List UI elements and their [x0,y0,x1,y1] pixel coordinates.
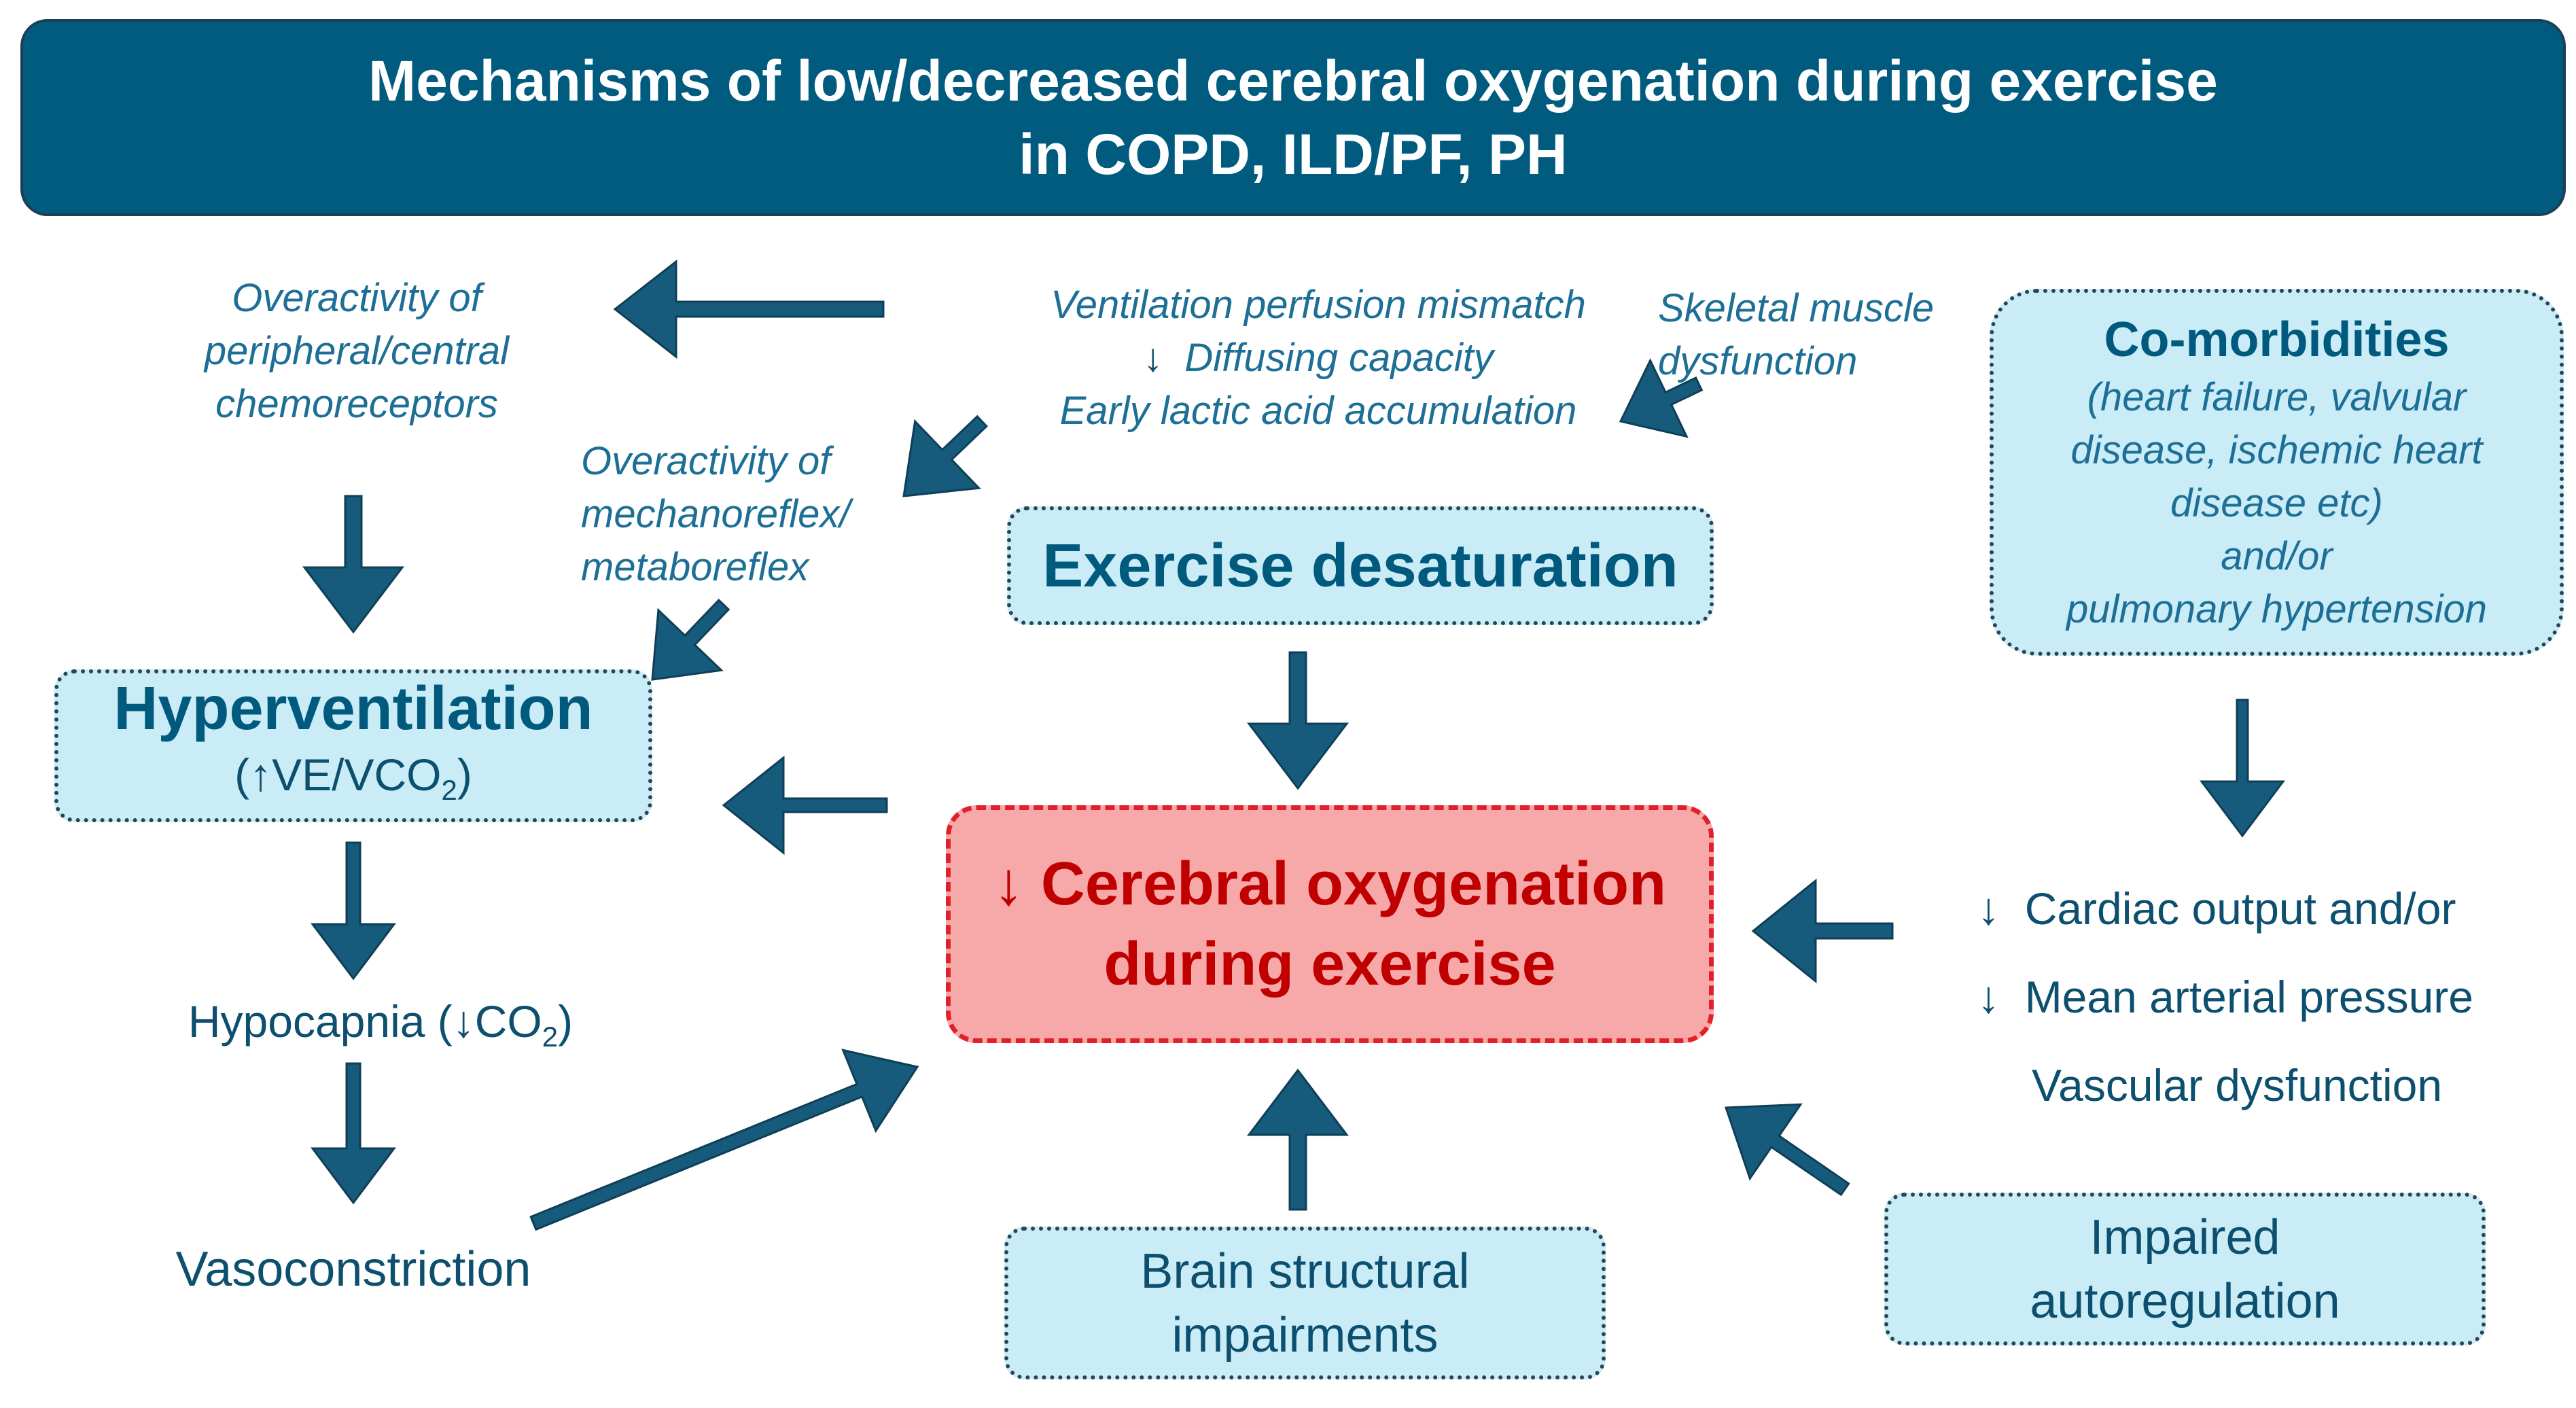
cardiac-line-2-text: Mean arterial pressure [2024,972,2473,1022]
brain-structural-box: Brain structural impairments [1004,1227,1606,1379]
down-arrow-icon: ↓ [1977,972,2000,1022]
hyperventilation-ratio: VE/VCO [272,749,442,800]
comorbidities-line-2: disease, ischemic heart [2070,428,2483,472]
down-arrow-icon: ↓ [1977,883,2000,934]
comorbidities-box: Co-morbidities (heart failure, valvular … [1990,289,2564,656]
arrow-desaturation-to-cerebral [1246,651,1349,790]
up-arrow-icon: ↑ [249,749,272,800]
title-banner: Mechanisms of low/decreased cerebral oxy… [20,19,2566,216]
mechanoreflex-line-1: Overactivity of [581,439,831,483]
arrow-cerebral-to-hyperventilation [722,755,888,856]
vq-line-2-text: Diffusing capacity [1184,336,1494,380]
vq-mismatch-label: Ventilation perfusion mismatch ↓ Diffusi… [978,279,1658,438]
cerebral-line-1: ↓ Cerebral oxygenation [993,844,1666,924]
arrow-autoregulation-to-cerebral [1724,1103,1850,1197]
exercise-desaturation-label: Exercise desaturation [1042,531,1678,600]
hyperventilation-subscript: 2 [441,774,457,807]
comorbidities-heading: Co-morbidities [2104,313,2450,367]
chemoreceptors-line-2: peripheral/central [204,329,510,373]
chemoreceptors-line-3: chemoreceptors [215,382,498,426]
chemoreceptors-line-1: Overactivity of [232,276,482,320]
exercise-desaturation-box: Exercise desaturation [1007,506,1714,625]
autoregulation-line-2: autoregulation [2030,1273,2340,1328]
arrow-cardiac-to-cerebral [1751,878,1894,984]
cardiac-line-1: ↓ Cardiac output and/or [1977,864,2569,953]
mechanoreflex-line-2: mechanoreflex/ [581,492,851,536]
hyperventilation-close-paren: ) [457,749,472,800]
comorbidities-line-1: (heart failure, valvular [2087,375,2467,419]
mechanoreflex-line-3: metaboreflex [581,545,809,589]
arrow-vq-to-chemoreceptors [613,259,885,359]
hyperventilation-subtitle: (↑VE/VCO2) [234,745,472,820]
cardiac-line-2: ↓ Mean arterial pressure [1977,953,2569,1041]
down-arrow-icon: ↓ [1143,336,1163,380]
arrow-mechanoreflex-to-hyperventilation [651,598,730,681]
cerebral-oxygenation-box: ↓ Cerebral oxygenation during exercise [946,805,1714,1043]
comorbidities-line-5: pulmonary hypertension [2066,587,2488,631]
skeletal-line-2: dysfunction [1658,339,1858,383]
comorbidities-line-3: disease etc) [2170,481,2383,525]
arrow-vasoconstriction-to-cerebral [529,1049,919,1231]
hypocapnia-co: CO [474,996,542,1046]
mechanoreflex-label: Overactivity of mechanoreflex/ metaboref… [581,435,934,594]
hyperventilation-open-paren: ( [234,749,250,800]
cerebral-line-2: during exercise [1104,930,1556,998]
cardiac-line-3: Vascular dysfunction [2032,1060,2443,1110]
hyperventilation-box: Hyperventilation (↑VE/VCO2) [54,669,652,822]
hyperventilation-heading: Hyperventilation [113,674,593,743]
vq-line-3: Early lactic acid accumulation [1059,389,1577,433]
comorbidities-line-4: and/or [2221,534,2333,578]
cardiac-line-1-text: Cardiac output and/or [2024,883,2456,934]
impaired-autoregulation-box: Impaired autoregulation [1884,1193,2486,1345]
vasoconstriction-label: Vasoconstriction [175,1242,531,1297]
down-arrow-icon: ↓ [993,850,1024,918]
hypocapnia-subscript: 2 [542,1021,559,1053]
skeletal-line-1: Skeletal muscle [1658,286,1935,330]
arrow-hyperventilation-to-hypocapnia [311,841,396,981]
autoregulation-line-1: Impaired [2089,1210,2280,1265]
arrow-chemoreceptors-to-hyperventilation [302,495,405,634]
vq-line-2: ↓ Diffusing capacity [978,332,1658,385]
down-arrow-icon: ↓ [452,996,475,1046]
brain-line-2: impairments [1171,1307,1439,1362]
arrow-vq-to-mechanoreflex [902,415,989,497]
vq-line-1: Ventilation perfusion mismatch [1051,283,1586,327]
hypocapnia-label: Hypocapnia (↓CO2) [143,992,618,1066]
skeletal-muscle-label: Skeletal muscle dysfunction [1658,282,1984,388]
hypocapnia-text: Hypocapnia ( [188,996,453,1046]
title-line-2: in COPD, ILD/PF, PH [1019,122,1568,186]
arrow-brain-to-cerebral [1246,1068,1349,1211]
title-line-1: Mechanisms of low/decreased cerebral oxy… [368,49,2218,113]
brain-line-1: Brain structural [1140,1244,1470,1299]
hypocapnia-close-paren: ) [558,996,574,1046]
arrow-skeletal-to-lactic [1619,357,1704,438]
cardiac-output-label: ↓ Cardiac output and/or ↓ Mean arterial … [1977,864,2569,1129]
arrow-hypocapnia-to-vasoconstriction [311,1062,396,1205]
cerebral-line-1-text: Cerebral oxygenation [1040,850,1667,918]
arrow-comorbidities-to-cardiac [2200,699,2285,838]
chemoreceptors-label: Overactivity of peripheral/central chemo… [146,272,567,431]
